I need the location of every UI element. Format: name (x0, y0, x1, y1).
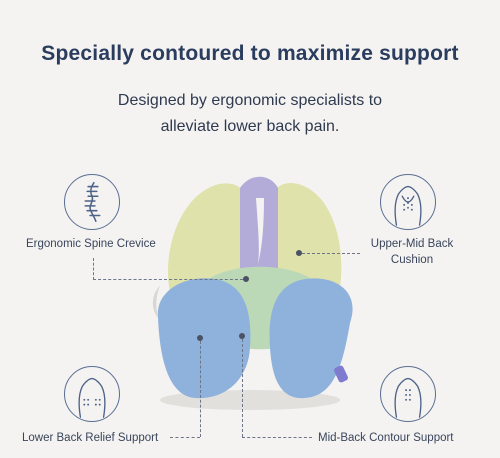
mid-back-icon (380, 366, 436, 422)
connector-upper-mid-back (302, 253, 360, 254)
marker-mid-back (239, 333, 245, 339)
subheadline-line-1: Designed by ergonomic specialists to (117, 92, 383, 109)
lower-back-icon (64, 366, 120, 422)
upper-back-icon (380, 174, 436, 230)
lumbar-pillow-image (152, 176, 353, 410)
headline: Specially contoured to maximize support (41, 42, 459, 65)
marker-upper-mid-back (296, 250, 302, 256)
spine-icon (64, 174, 120, 230)
connector-lower-back (200, 341, 201, 437)
connector-lower-back-h (170, 437, 200, 438)
subheadline-line-2: alleviate lower back pain. (160, 118, 340, 135)
label-upper-mid-back-line-2: Cushion (390, 254, 434, 267)
marker-spine-crevice (243, 276, 249, 282)
connector-spine-crevice (93, 258, 94, 280)
label-lower-back: Lower Back Relief Support (22, 432, 159, 444)
label-spine-crevice: Ergonomic Spine Crevice (26, 238, 156, 250)
label-mid-back: Mid-Back Contour Support (318, 432, 454, 444)
label-upper-mid-back-line-1: Upper-Mid Back (370, 238, 454, 250)
connector-mid-back-h (242, 437, 312, 438)
connector-mid-back (242, 339, 243, 437)
marker-lower-back (197, 335, 203, 341)
connector-spine-crevice-h (93, 279, 243, 280)
label-upper-mid-back: Upper-Mid Back Cushion (362, 236, 462, 268)
